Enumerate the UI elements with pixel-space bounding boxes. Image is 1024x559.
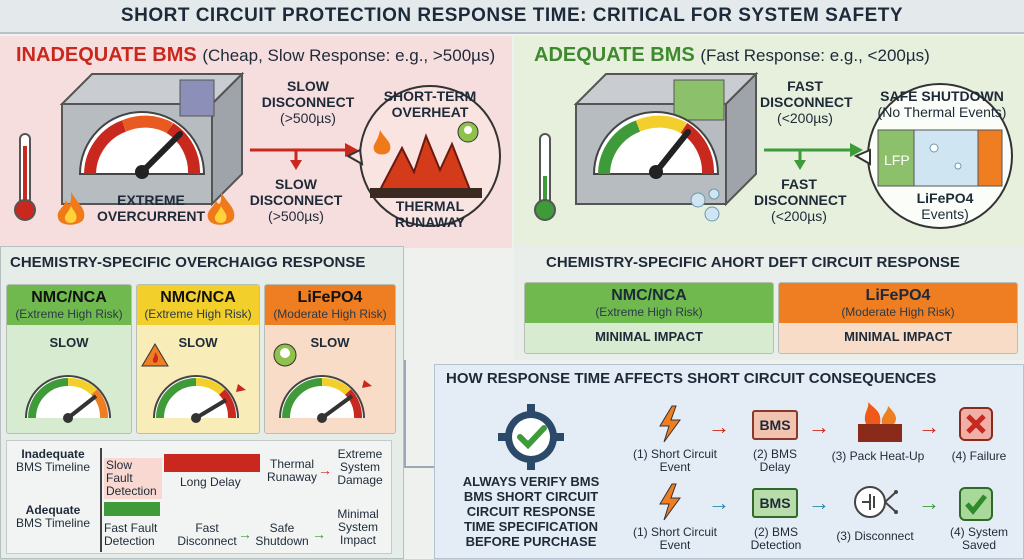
- thermometer-cool-icon: [534, 133, 556, 221]
- gauge-icon: [25, 375, 111, 423]
- safe-shutdown-bubble: [853, 83, 1013, 229]
- consequences-heading: HOW RESPONSE TIME AFFECTS SHORT CIRCUIT …: [446, 370, 937, 387]
- fire-icon: [207, 192, 235, 225]
- fast-detection-bar: [104, 502, 160, 516]
- arrow-right-icon: →: [312, 526, 326, 542]
- arrow-right-icon: →: [918, 490, 940, 515]
- arrow-right-icon: →: [318, 462, 332, 478]
- inadequate-bms-heading: INADEQUATE BMS (Cheap, Slow Response: e.…: [16, 44, 496, 66]
- failure-x-icon: [959, 407, 993, 441]
- slow-disconnect-arrows: [250, 143, 358, 170]
- fire-icon: [57, 192, 85, 225]
- arrow-right-icon: →: [808, 490, 830, 515]
- row1-step3-label: (3) Pack Heat-Up: [831, 449, 925, 463]
- bms-detection-chip: BMS: [752, 488, 798, 518]
- hazard-skull-icon: [273, 343, 297, 367]
- disconnect-switch-icon: [854, 486, 898, 518]
- overcharge-heading: CHEMISTRY-SPECIFIC OVERCHAIGG RESPONSE: [10, 254, 366, 271]
- overcharge-card-lifepo4: LiFePO4 (Moderate High Risk) SLOW: [264, 284, 396, 434]
- row2-step3-label: (3) Disconnect: [836, 529, 914, 543]
- fast-disconnect-arrows: [764, 143, 863, 170]
- lightning-icon: [659, 483, 681, 521]
- safe-shutdown-label: SAFE SHUTDOWN(No Thermal Events): [877, 88, 1007, 120]
- bms-delay-chip: BMS: [752, 410, 798, 440]
- system-saved-check-icon: [959, 487, 993, 521]
- gauge-icon: [153, 375, 246, 423]
- pack-fire-icon: [858, 402, 902, 442]
- battery-pack-fast-icon: [573, 71, 759, 207]
- row1-step4-label: (4) Failure: [951, 449, 1007, 463]
- verified-gear-icon: [498, 404, 564, 470]
- short-circuit-card-lifepo4: LiFePO4 (Moderate High Risk) MINIMAL IMP…: [778, 282, 1018, 354]
- short-circuit-card-nmc: NMC/NCA (Extreme High Risk) MINIMAL IMPA…: [524, 282, 774, 354]
- long-delay-bar: [164, 454, 260, 472]
- thermometer-hot-icon: [14, 133, 36, 221]
- battery-pack-slow-icon: [59, 71, 245, 207]
- lfp-cell-label: LFP: [884, 152, 910, 168]
- flame-warning-icon: [141, 343, 169, 367]
- bubbles-icon: [690, 188, 720, 222]
- connector-line: [404, 360, 434, 468]
- arrow-right-icon: →: [238, 526, 252, 542]
- lightning-icon: [659, 405, 681, 443]
- long-delay-label: Long Delay: [180, 475, 241, 489]
- arrow-right-icon: →: [918, 414, 940, 439]
- thermal-runaway-bubble: [345, 85, 501, 227]
- short-circuit-heading: CHEMISTRY-SPECIFIC AHORT DEFT CIRCUIT RE…: [546, 254, 960, 271]
- page-title: SHORT CIRCUIT PROTECTION RESPONSE TIME: …: [0, 0, 1024, 34]
- arrow-right-icon: →: [808, 414, 830, 439]
- adequate-bms-heading: ADEQUATE BMS (Fast Response: e.g., <200µ…: [534, 44, 930, 66]
- arrow-right-icon: →: [708, 414, 730, 439]
- arrow-right-icon: →: [708, 490, 730, 515]
- gauge-icon: [279, 375, 372, 423]
- timeline-axis: [100, 448, 102, 552]
